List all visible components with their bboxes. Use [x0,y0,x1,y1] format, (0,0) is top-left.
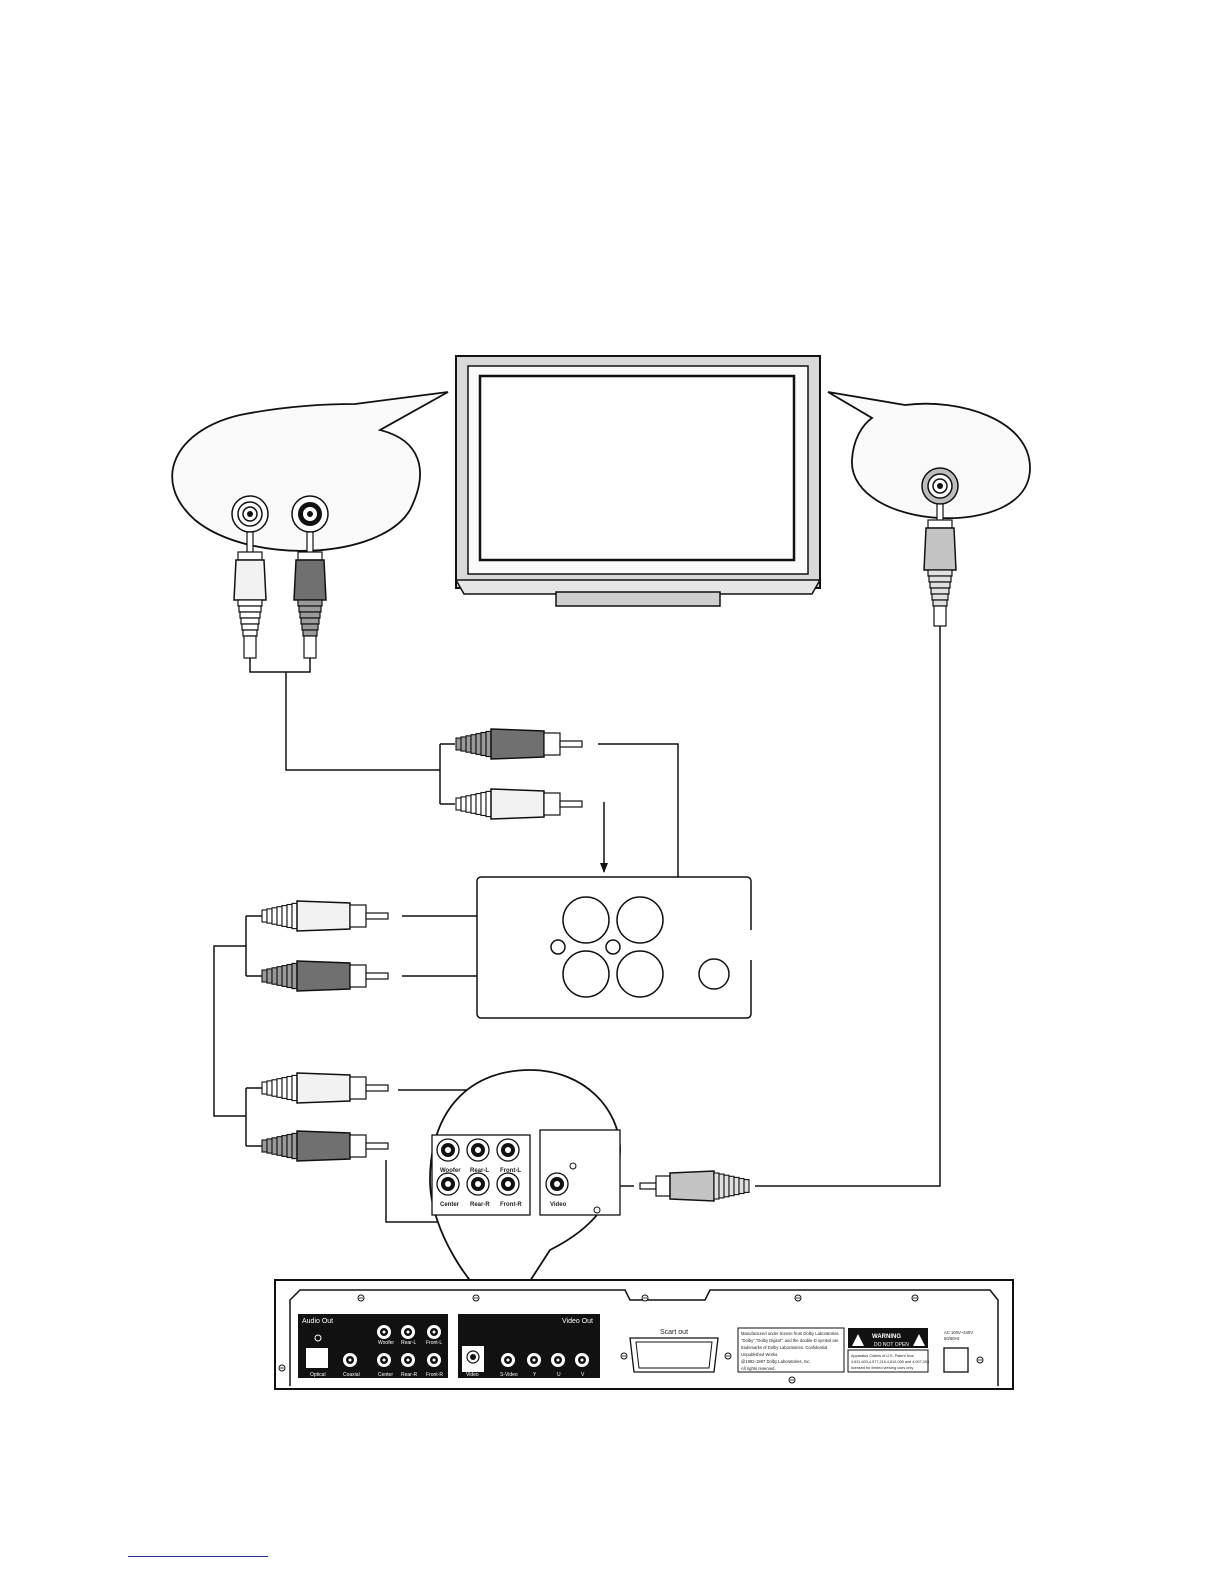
screw [976,1356,984,1364]
callout-jacks [436,1138,520,1196]
warning-title: WARNING [872,1334,901,1340]
panel-screws [278,1294,984,1384]
text-line: "Dolby","Dolby Digital", and the double-… [741,1338,839,1343]
screw [472,1294,480,1302]
callout-jack [466,1138,490,1162]
dvd-label-front-l: Front-L [426,1340,442,1346]
dvd-label-rear-l: Rear-L [401,1340,417,1346]
label-rear-r: Rear-R [470,1202,490,1208]
label-center: Center [440,1202,460,1208]
dvd-audio-jack [377,1325,391,1339]
screw [794,1294,802,1302]
dvd-audio-jacks [314,1325,441,1367]
tv-audio-jack-red [291,495,329,533]
text-line: 4,631,603,4,577,216,4,819,098 and 4,907,… [851,1360,929,1364]
dvd-audio-jack [401,1325,415,1339]
screw [620,1352,628,1360]
dvd-label-rear-r: Rear-R [401,1372,418,1378]
callout-jack [436,1172,460,1196]
dvd-label-u: U [557,1372,561,1378]
text-line: Apparatus Claims of U.S. Patent Nos. [851,1354,915,1358]
text-line: Unpublished Works. [741,1352,778,1357]
footer-rule [128,1556,268,1557]
rca-plug-video-horizontal [639,1170,750,1202]
callout-jack [466,1172,490,1196]
dolby-license-text: Manufactured under license from Dolby La… [741,1331,840,1371]
dvd-label-center: Center [378,1372,393,1378]
dvd-audio-jack [427,1325,441,1339]
dvd-label-v: V [581,1372,585,1378]
callout-audio-outputs: Woofer Rear-L Front-L Center Rear-R Fron… [431,1134,531,1216]
label-front-r: Front-R [500,1202,522,1208]
rca-plug-white-vertical [233,531,267,659]
dvd-video-jacks [501,1353,589,1367]
dvd-label-s-video: S-Video [500,1372,518,1378]
dvd-audio-jack [377,1353,391,1367]
screw [911,1294,919,1302]
dvd-label-video: Video [466,1372,479,1378]
label-rear-l: Rear-L [470,1168,489,1174]
rca-plug-white-front [261,900,389,932]
text-line: All rights reserved. [741,1366,776,1371]
dvd-video-jack [551,1353,565,1367]
horizontal-rca-plugs [261,728,750,1202]
dvd-label-coaxial: Coaxial [343,1372,360,1378]
tv-audio-input-callout [171,391,449,552]
dvd-audio-jack [401,1353,415,1367]
dvd-label-scart-out: Scart out [660,1329,688,1336]
dvd-video-jack [575,1353,589,1367]
rca-plug-red-top [455,728,583,760]
text-line: trademarks of Dolby Laboratories. Confid… [741,1345,827,1350]
dvd-label-front-r: Front-R [426,1372,443,1378]
television [454,355,822,607]
amplifier-input-panel [476,876,752,1019]
rca-plug-red-front [261,960,389,992]
callout-jack [496,1138,520,1162]
text-line: Manufactured under license from Dolby La… [741,1331,840,1336]
dvd-label-woofer: Woofer [378,1340,394,1346]
text-line: @1992-1997 Dolby Laboratories, Inc. [741,1359,811,1364]
magnified-callout: Woofer Rear-L Front-L Center Rear-R Fron… [429,1069,621,1314]
label-video: Video [550,1202,567,1208]
label-front-l: Front-L [500,1168,521,1174]
callout-video-output: Video [539,1129,621,1216]
text-line: 50/60Hz [944,1336,960,1341]
callout-jack [436,1138,460,1162]
screw [278,1364,286,1372]
tv-audio-jack-white [231,495,269,533]
rca-plug-white-top [455,788,583,820]
screw [357,1294,365,1302]
screw [724,1352,732,1360]
screw [788,1376,796,1384]
dvd-video-jack [527,1353,541,1367]
rca-plug-red-vertical [293,531,327,659]
dvd-audio-jack [343,1353,357,1367]
patent-text: Apparatus Claims of U.S. Patent Nos. 4,63… [851,1354,929,1370]
dvd-label-optical: Optical [310,1372,326,1378]
rca-plug-white-rear [261,1072,389,1104]
rca-plug-red-rear [261,1130,389,1162]
text-line: AC 100V~240V [944,1330,973,1335]
rca-plug-video-vertical [923,503,957,627]
dvd-label-video-out: Video Out [562,1318,593,1325]
label-woofer: Woofer [440,1168,461,1174]
tv-video-input-callout [827,391,1031,520]
callout-jack [496,1172,520,1196]
tv-video-jack [921,467,959,505]
dvd-label-y: Y [533,1372,537,1378]
dvd-label-audio-out: Audio Out [302,1318,333,1325]
dvd-player-back-panel: Audio Out Optical Coaxial Center Rear-R … [274,1279,1014,1390]
screw [641,1294,649,1302]
text-line: licensed for limited viewing uses only [851,1366,913,1370]
dvd-video-jack [501,1353,515,1367]
dvd-audio-jack [427,1353,441,1367]
warning-sub: DO NOT OPEN [874,1342,909,1348]
cables [213,626,941,1223]
